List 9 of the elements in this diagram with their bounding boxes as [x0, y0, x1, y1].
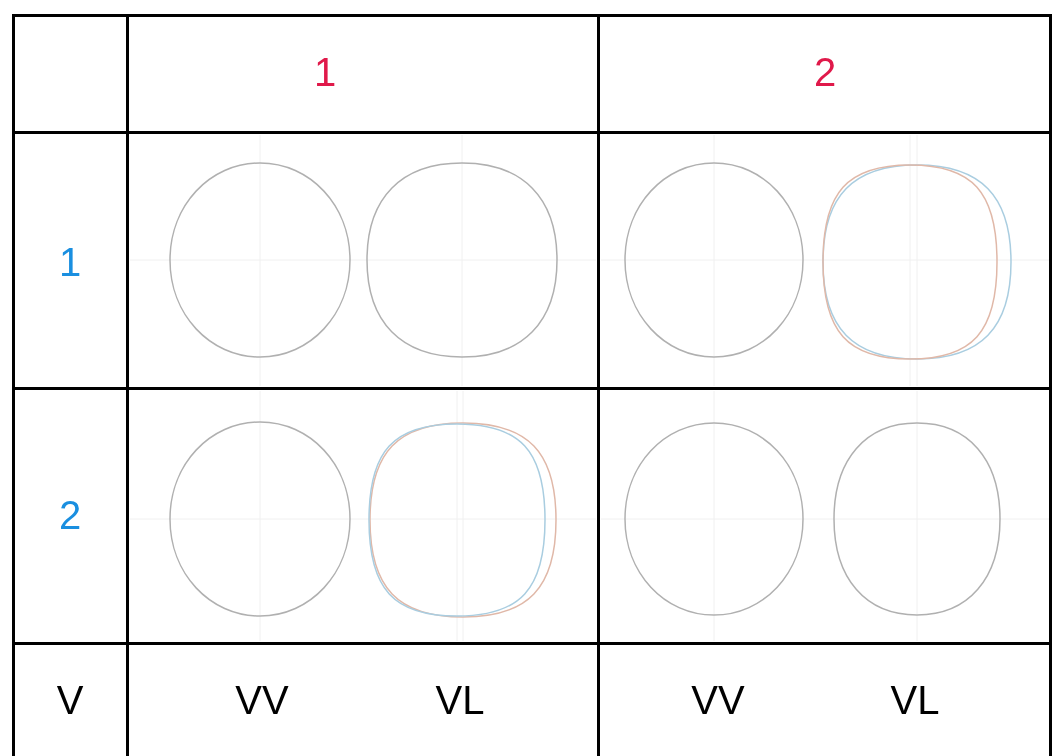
table-label: 1	[313, 52, 337, 92]
table-label: V	[56, 680, 84, 720]
table-label: VV	[691, 680, 745, 720]
table-label: VL	[435, 680, 485, 720]
table-label: 1	[58, 242, 82, 282]
table-label: VL	[890, 680, 940, 720]
table-label: VV	[235, 680, 289, 720]
table-label: 2	[58, 495, 82, 535]
table-label: 2	[813, 52, 837, 92]
